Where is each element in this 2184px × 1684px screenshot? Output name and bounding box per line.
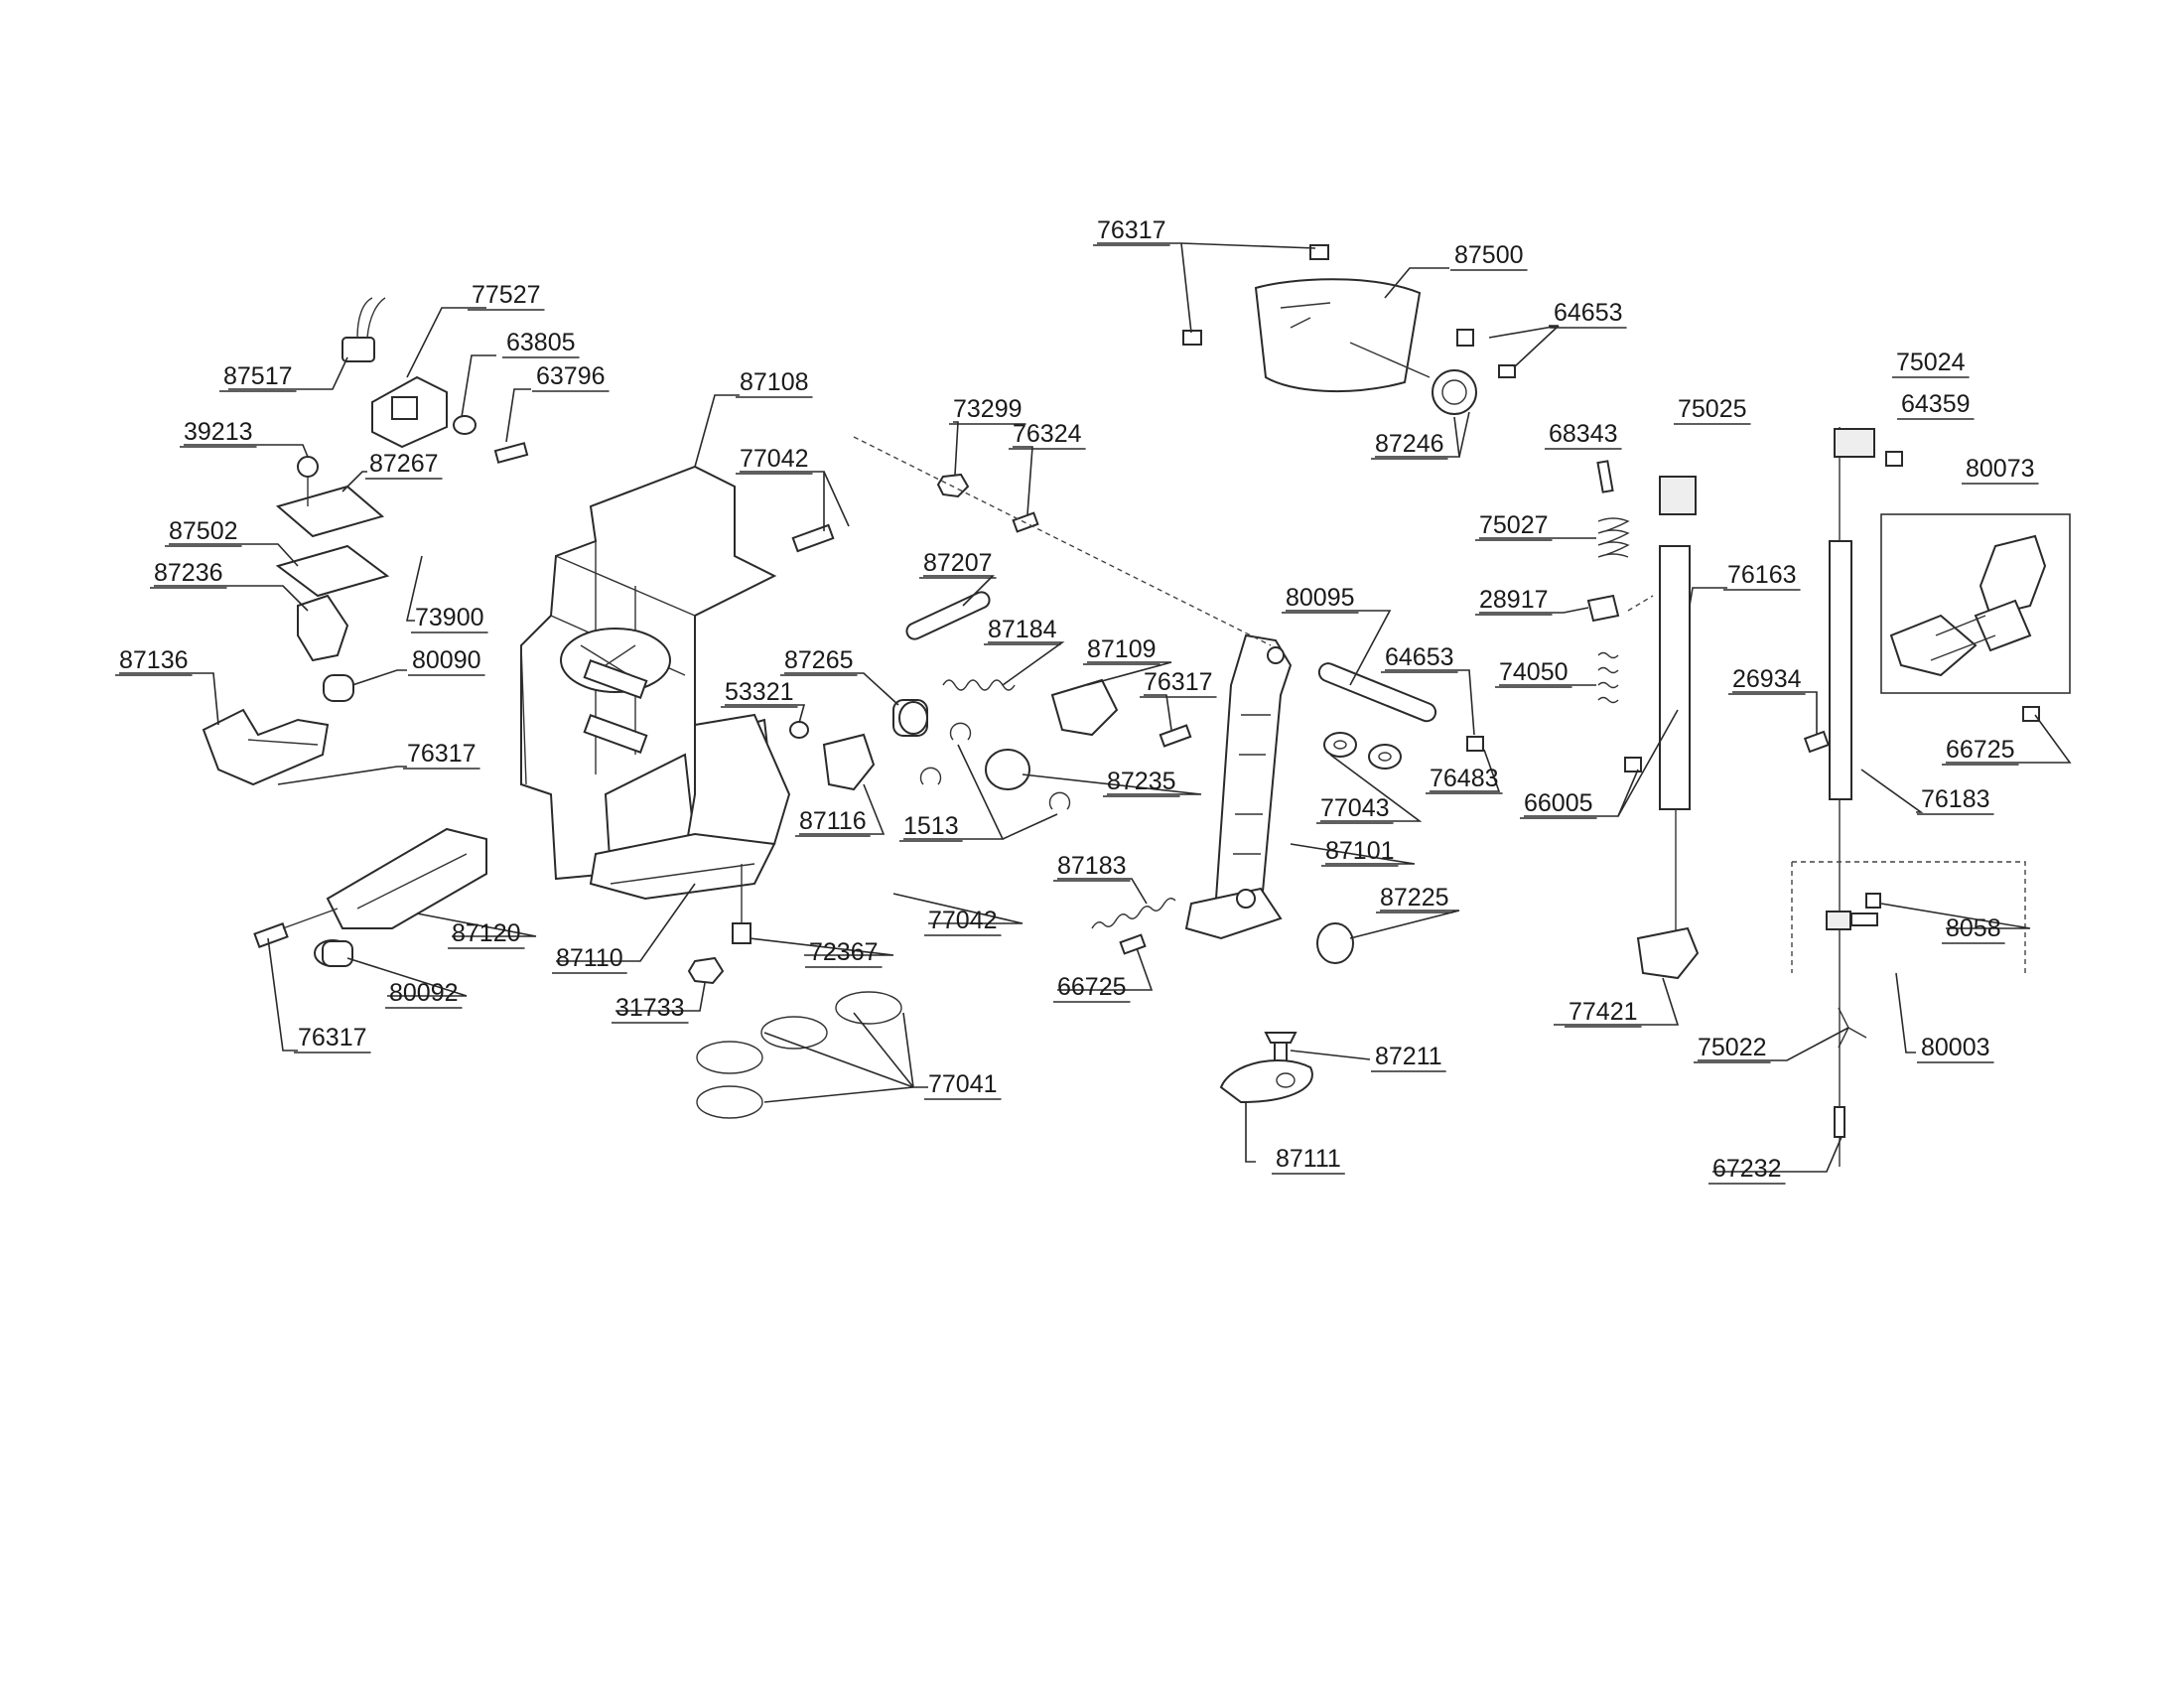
part-label: 66725 (1946, 736, 2015, 764)
part-label: 80092 (389, 979, 459, 1007)
part-label: 87246 (1375, 430, 1444, 458)
part-label: 26934 (1732, 665, 1802, 693)
label-underlines (115, 244, 2039, 1185)
part-label: 77041 (928, 1070, 998, 1098)
part-label: 72367 (809, 938, 879, 966)
part-label: 87235 (1107, 768, 1176, 795)
part-label: 77042 (740, 445, 809, 473)
part-label: 39213 (184, 418, 253, 446)
part-label: 66005 (1524, 789, 1593, 817)
part-label: 87108 (740, 368, 809, 396)
leader-lines (119, 242, 2072, 1173)
part-label: 63805 (506, 329, 576, 356)
part-label: 87502 (169, 517, 238, 545)
part-label: 80095 (1286, 584, 1355, 612)
part-label: 64653 (1554, 299, 1623, 327)
part-label: 76183 (1921, 785, 1990, 813)
part-label: 87109 (1087, 635, 1157, 663)
part-label: 87116 (799, 807, 867, 835)
part-label: 87101 (1325, 837, 1395, 865)
part-label: 76317 (1144, 668, 1213, 696)
part-label: 63796 (536, 362, 606, 390)
part-label: 77421 (1569, 998, 1638, 1026)
part-label: 76317 (1097, 216, 1166, 244)
part-label: 87225 (1380, 884, 1449, 912)
part-label: 80003 (1921, 1034, 1990, 1061)
part-label: 87136 (119, 646, 189, 674)
part-label: 87110 (556, 944, 623, 972)
part-label: 75027 (1479, 511, 1549, 539)
part-label: 73299 (953, 395, 1023, 423)
part-label: 87184 (988, 616, 1057, 643)
part-label: 64653 (1385, 643, 1454, 671)
part-label: 76317 (407, 740, 477, 768)
part-label: 87207 (923, 549, 993, 577)
part-label: 87267 (369, 450, 439, 478)
part-label: 87265 (784, 646, 854, 674)
part-label: 68343 (1549, 420, 1618, 448)
part-label: 67232 (1712, 1155, 1782, 1183)
part-label: 87211 (1375, 1043, 1442, 1070)
part-label: 87120 (452, 919, 521, 947)
part-label: 66725 (1057, 973, 1127, 1001)
part-label: 87517 (223, 362, 293, 390)
part-label: 87111 (1276, 1145, 1341, 1173)
part-label: 1513 (903, 812, 959, 840)
part-label: 64359 (1901, 390, 1971, 418)
part-label: 28917 (1479, 586, 1549, 614)
part-label: 77527 (472, 281, 541, 309)
part-label: 87236 (154, 559, 223, 587)
part-label: 73900 (415, 604, 484, 632)
part-label: 77042 (928, 907, 998, 934)
part-label: 87183 (1057, 852, 1127, 880)
part-label: 53321 (725, 678, 794, 706)
part-label: 8058 (1946, 914, 2001, 942)
part-label: 74050 (1499, 658, 1569, 686)
part-label: 87500 (1454, 241, 1524, 269)
part-labels: 76317 87500 64653 77527 63805 63796 8751… (119, 216, 2035, 1183)
part-label: 76483 (1430, 765, 1499, 792)
part-label: 75022 (1698, 1034, 1767, 1061)
part-label: 76163 (1727, 561, 1797, 589)
part-drawings (202, 244, 2071, 1167)
part-label: 77043 (1320, 794, 1390, 822)
part-label: 31733 (615, 994, 685, 1022)
part-label: 75025 (1678, 395, 1747, 423)
part-label: 75024 (1896, 349, 1966, 376)
part-label: 80090 (412, 646, 481, 674)
part-label: 80073 (1966, 455, 2035, 483)
part-label: 76317 (298, 1024, 367, 1052)
